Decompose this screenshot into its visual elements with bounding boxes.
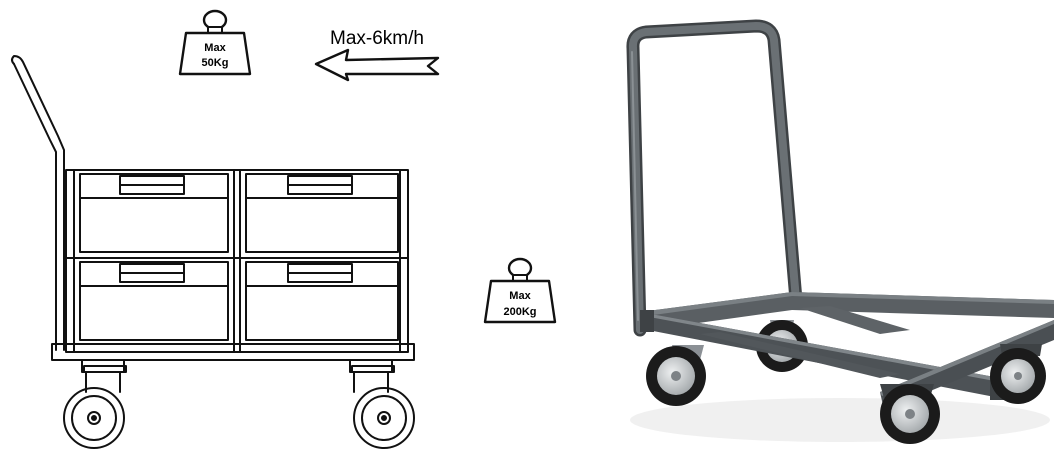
speed-label: Max-6km/h [330, 28, 424, 49]
weight-large-line2: 200Kg [503, 306, 536, 318]
trolley-photo [626, 19, 1054, 444]
arrow-left-icon [314, 48, 440, 82]
photo-wheel-rear-left [646, 345, 706, 406]
crate-top-right [245, 173, 399, 253]
crate-bottom-left [79, 261, 229, 341]
base-platform [51, 343, 415, 361]
weight-small-line1: Max [204, 42, 226, 54]
weight-icon-50kg: Max 50Kg [178, 9, 252, 76]
weight-small-line2: 50Kg [202, 57, 229, 69]
crate-top-left [79, 173, 229, 253]
weight-large-line1: Max [509, 290, 531, 302]
handle-bar [11, 55, 65, 351]
photo-wheel-front-left [880, 384, 940, 444]
photo-wheel-front-right [990, 344, 1046, 404]
caster-left [63, 359, 127, 449]
photo-handle [626, 19, 803, 337]
crate-bottom-right [245, 261, 399, 341]
trolley-line-drawing [11, 55, 415, 449]
caster-right [349, 359, 415, 449]
photo-frame [640, 292, 1054, 410]
weight-icon-200kg: Max 200Kg [483, 257, 557, 324]
